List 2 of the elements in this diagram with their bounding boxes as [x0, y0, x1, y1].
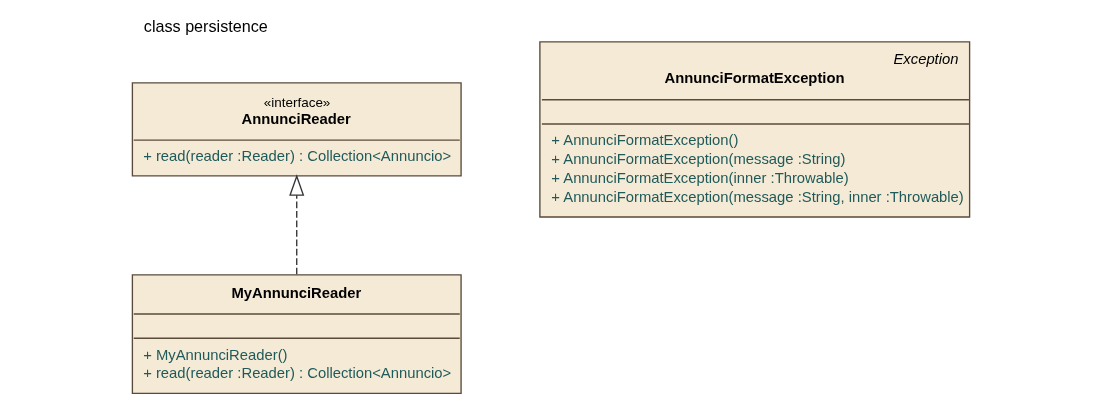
diagram-title: class persistence	[143, 16, 268, 35]
arrow	[288, 174, 304, 276]
